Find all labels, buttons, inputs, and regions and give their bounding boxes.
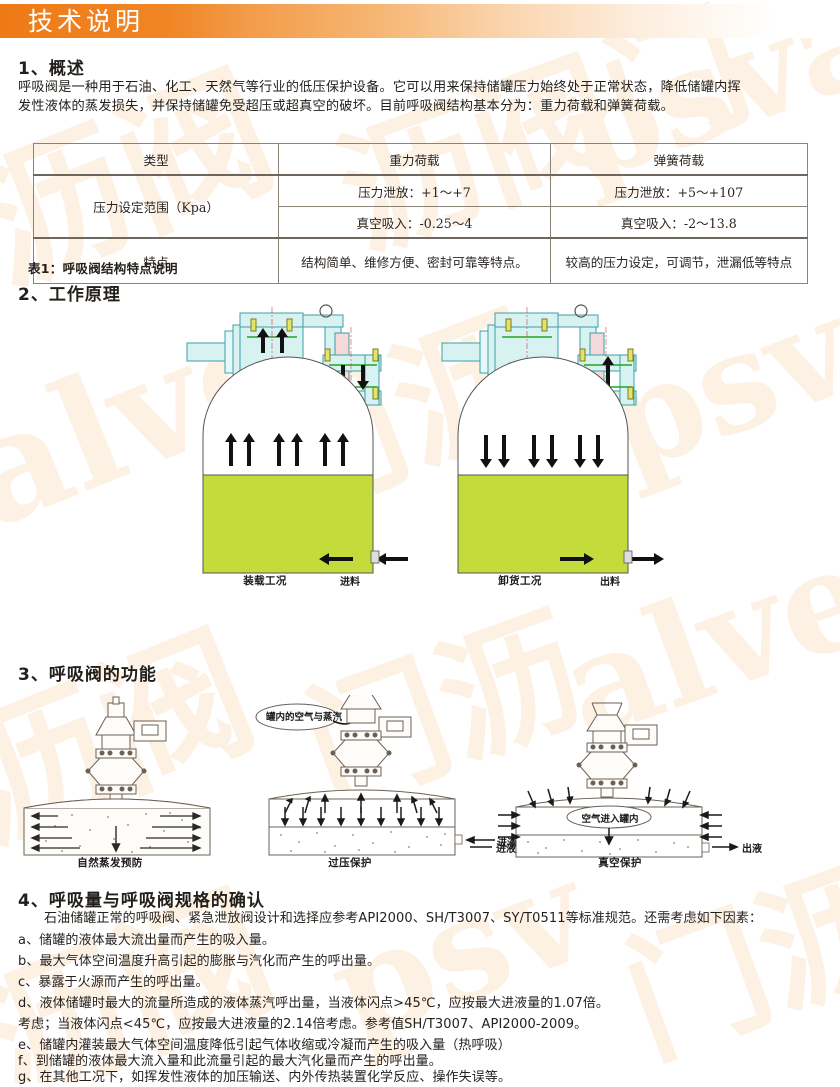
overview-paragraph-line2: 发性液体的蒸发损失，并保持储罐免受超压或超真空的破坏。目前呼吸阀结构基本分为：重…: [18, 99, 674, 114]
table-cell-pressure-range-label: 压力设定范围（Kpa）: [32, 174, 280, 239]
figure-label-liquid-out-vacuum: 出液: [742, 844, 762, 855]
table-cell-gravity-pressure: 压力泄放：+1～+7: [278, 174, 551, 207]
figure-vacuum-protection: [470, 695, 770, 860]
figure-caption-overpressure: 过压保护: [328, 857, 372, 869]
figure-label-feed-in: 进料: [340, 577, 360, 588]
tank-body: [457, 356, 629, 574]
spec-table: 类型 重力荷载 弹簧荷载 压力设定范围（Kpa） 压力泄放：+1～+7 压力泄放…: [32, 143, 809, 284]
table-cell-spring-pressure: 压力泄放：+5～+107: [549, 174, 809, 207]
loading-diagram-svg: [186, 304, 408, 574]
capacity-intro-text: 石油储罐正常的呼吸阀、紧急泄放阀设计和选择应参考API2000、SH/T3007…: [44, 911, 763, 926]
table-header-spring: 弹簧荷载: [549, 143, 809, 176]
figure-caption-unloading: 卸货工况: [498, 575, 542, 587]
section-heading-function: 3、呼吸阀的功能: [18, 665, 157, 685]
figure-label-liquid-in-overpressure: 进液: [497, 838, 517, 849]
figure-unloading-condition: [440, 303, 670, 593]
figure-loading-condition: [185, 303, 415, 593]
callout-label-tank-air-vapor: 罐内的空气与蒸汽: [265, 712, 342, 723]
table-cell-spring-features: 较高的压力设定，可调节，泄漏低等特点: [549, 237, 809, 284]
table-caption: 表1：呼吸阀结构特点说明: [28, 261, 178, 276]
table-row-features: 特点 结构简单、维修方便、密封可靠等特点。 较高的压力设定，可调节，泄漏低等特点: [32, 237, 809, 284]
table-cell-spring-vacuum: 真空吸入：-2～13.8: [549, 206, 809, 239]
figure-label-discharge-out: 出料: [600, 577, 620, 588]
table-row-pressure-release: 压力设定范围（Kpa） 压力泄放：+1～+7 压力泄放：+5～+107: [32, 174, 809, 239]
figure-evaporation-prevention: [10, 695, 260, 860]
capacity-item-a: a、储罐的液体最大流出量而产生的吸入量。: [18, 933, 275, 948]
capacity-item-d-note: 考虑；当液体闪点<45℃，应按最大进液量的2.14倍考虑。参考值SH/T3007…: [18, 1017, 588, 1032]
table-row-header: 类型 重力荷载 弹簧荷载: [32, 143, 809, 176]
page-header-banner: [0, 4, 840, 38]
figure-caption-evaporation: 自然蒸发预防: [77, 857, 143, 869]
table-row-vacuum: 真空吸入：-0.25～4 真空吸入：-2～13.8: [34, 206, 809, 239]
unloading-diagram-svg: [441, 304, 664, 574]
table-cell-gravity-features: 结构简单、维修方便、密封可靠等特点。: [278, 237, 551, 284]
capacity-item-f: f、到储罐的液体最大流入量和此流量引起的最大汽化量而产生的呼出量。: [18, 1054, 442, 1069]
page-title: 技术说明: [28, 7, 145, 36]
table-header-type: 类型: [32, 143, 280, 176]
callout-bubble: [255, 703, 339, 731]
capacity-item-g: g、在其他工况下，如挥发性液体的加压输送、内外传热装置化学反应、操作失误等。: [18, 1070, 512, 1085]
vacuum-diagram-svg: [470, 702, 739, 858]
figure-caption-vacuum: 真空保护: [598, 857, 642, 869]
figure-overpressure-protection: [255, 695, 505, 860]
table-cell-features-label: 特点: [32, 237, 280, 284]
overpressure-diagram-svg: [255, 695, 495, 856]
section-heading-capacity: 4、呼吸量与呼吸阀规格的确认: [18, 891, 265, 911]
overview-paragraph-line1: 呼吸阀是一种用于石油、化工、天然气等行业的低压保护设备。它可以用来保持储罐压力始…: [18, 80, 741, 95]
capacity-item-c: c、暴露于火源而产生的呼出量。: [18, 975, 209, 990]
evaporation-diagram-svg: [23, 696, 211, 856]
section-heading-principle: 2、工作原理: [18, 285, 121, 305]
table-header-gravity: 重力荷载: [278, 143, 551, 176]
figure-caption-loading: 装载工况: [243, 575, 287, 587]
capacity-item-e: e、储罐内灌装最大气体空间温度降低引起气体收缩或冷凝而产生的吸入量（热呼吸）: [18, 1038, 511, 1053]
figure-label-liquid-in-vacuum: 进液: [496, 844, 516, 855]
tank-body: [202, 356, 374, 574]
capacity-item-d: d、液体储罐时最大的流量所造成的液体蒸汽呼出量，当液体闪点>45℃，应按最大进液…: [18, 996, 610, 1011]
table-cell-gravity-vacuum: 真空吸入：-0.25～4: [278, 206, 551, 239]
capacity-item-b: b、最大气体空间温度升高引起的膨胀与汽化而产生的呼出量。: [18, 954, 381, 969]
callout-label-air-into-tank: 空气进入罐内: [581, 814, 639, 825]
section-heading-overview: 1、概述: [18, 59, 85, 79]
